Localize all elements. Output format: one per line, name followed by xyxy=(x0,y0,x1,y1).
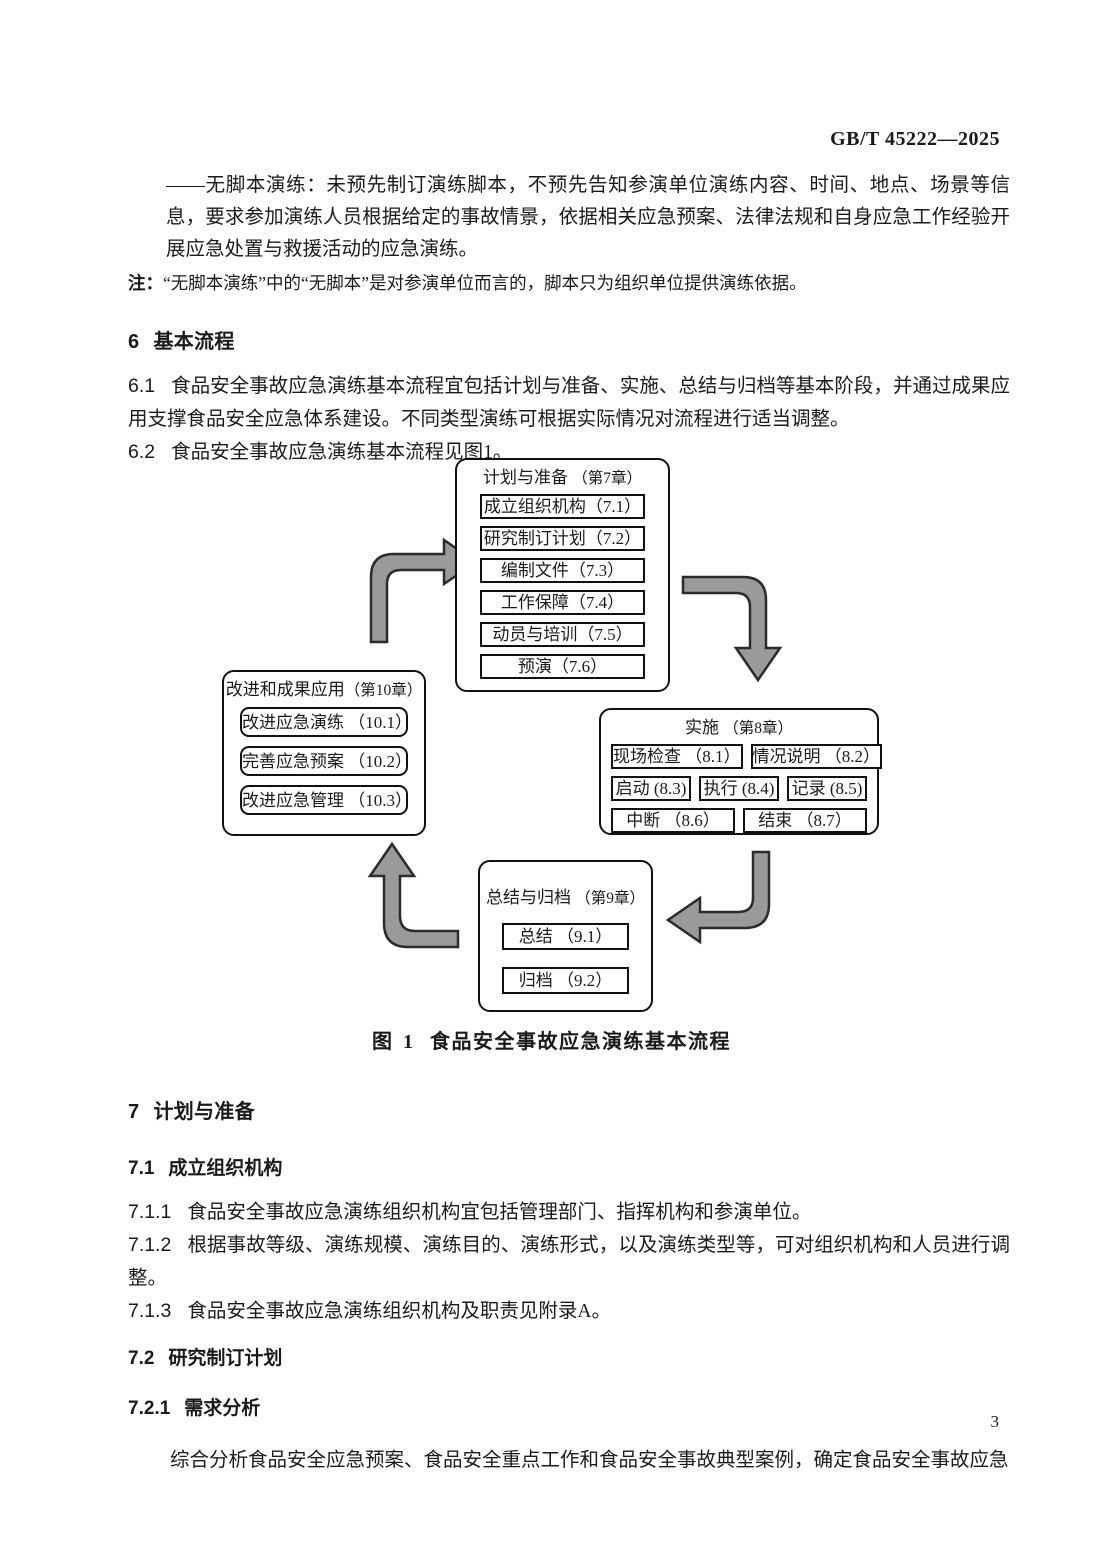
heading-section-7-2-1: 7.2.1 需求分析 xyxy=(128,1396,1010,1422)
flow-item-8-3: 启动 (8.3) xyxy=(611,776,691,801)
running-header-standard-code: GB/T 45222—2025 xyxy=(830,128,1000,150)
flow-item-8-5: 记录 (8.5) xyxy=(787,776,867,801)
paragraph-7-1-1: 7.1.1 食品安全事故应急演练组织机构宜包括管理部门、指挥机构和参演单位。 xyxy=(128,1196,1010,1229)
flow-item-8-2: 情况说明 （8.2） xyxy=(750,744,882,769)
flow-group-improvement-and-application: 改进和成果应用（第10章） 改进应急演练 （10.1） 完善应急预案 （10.2… xyxy=(222,670,426,836)
flow-item-10-2: 完善应急预案 （10.2） xyxy=(240,746,412,776)
heading-section-7-1-number: 7.1 xyxy=(128,1158,155,1179)
heading-section-6-number: 6 xyxy=(128,331,140,353)
figure-1-flowchart: 计划与准备 （第7章） 成立组织机构（7.1） 研究制订计划（7.2） 编制文件… xyxy=(128,452,1010,1072)
figure-1-caption: 图 1 食品安全事故应急演练基本流程 xyxy=(0,1025,1103,1054)
flow-item-8-7: 结束 （8.7） xyxy=(743,808,867,833)
figure-1-caption-label: 图 1 xyxy=(372,1031,416,1053)
flow-group-summary-chapter: （第9章） xyxy=(575,890,645,907)
flow-item-9-1: 总结 （9.1） xyxy=(502,923,629,950)
flow-group-implementation-title-text: 实施 xyxy=(684,718,719,737)
flow-group-summary-title-text: 总结与归档 xyxy=(485,888,571,907)
flow-item-7-6: 预演（7.6） xyxy=(480,654,645,679)
dash-list-item-text: 无脚本演练：未预先制订演练脚本，不预先告知参演单位演练内容、时间、地点、场景等信… xyxy=(166,175,1010,260)
flow-group-plan-title: 计划与准备 （第7章） xyxy=(457,460,668,490)
paragraph-7-2-1-body: 综合分析食品安全应急预案、食品安全重点工作和食品安全事故典型案例，确定食品安全事… xyxy=(170,1450,1009,1471)
flow-item-7-1: 成立组织机构（7.1） xyxy=(480,494,645,519)
heading-section-7-2-1-title: 需求分析 xyxy=(184,1398,261,1419)
heading-section-7-1: 7.1 成立组织机构 xyxy=(128,1156,1010,1182)
flow-group-plan-title-text: 计划与准备 xyxy=(482,468,568,487)
heading-section-7-2: 7.2 研究制订计划 xyxy=(128,1346,1010,1372)
flow-group-implementation-items: 现场检查 （8.1） 情况说明 （8.2） 启动 (8.3) 执行 (8.4) … xyxy=(611,744,882,833)
paragraph-7-1-1-number: 7.1.1 xyxy=(128,1201,172,1223)
paragraph-7-1-3-number: 7.1.3 xyxy=(128,1300,172,1322)
flow-group-summary-items: 总结 （9.1） 归档 （9.2） xyxy=(502,923,629,994)
paragraph-6-1-text: 食品安全事故应急演练基本流程宜包括计划与准备、实施、总结与归档等基本阶段，并通过… xyxy=(128,376,1010,430)
paragraph-6-2-text: 食品安全事故应急演练基本流程见图1。 xyxy=(171,442,513,463)
footer-page-number: 3 xyxy=(990,1412,1000,1431)
flow-row-3: 中断 （8.6） 结束 （8.7） xyxy=(611,808,867,833)
flow-group-improvement-items: 改进应急演练 （10.1） 完善应急预案 （10.2） 改进应急管理 （10.3… xyxy=(240,707,412,815)
flow-item-7-4: 工作保障（7.4） xyxy=(480,590,645,615)
paragraph-6-2: 6.2 食品安全事故应急演练基本流程见图1。 xyxy=(128,436,1010,469)
flow-item-8-1: 现场检查 （8.1） xyxy=(611,744,743,769)
paragraph-7-1-3-text: 食品安全事故应急演练组织机构及职责见附录A。 xyxy=(187,1301,611,1322)
note-text: “无脚本演练”中的“无脚本”是对参演单位而言的，脚本只为组织单位提供演练依据。 xyxy=(163,273,807,293)
heading-section-6-title: 基本流程 xyxy=(153,331,235,353)
heading-section-7-title: 计划与准备 xyxy=(153,1101,255,1123)
flow-item-10-1: 改进应急演练 （10.1） xyxy=(240,707,412,737)
page-content-lower: 7 计划与准备 7.1 成立组织机构 7.1.1 食品安全事故应急演练组织机构宜包括管… xyxy=(128,1098,1010,1477)
page-content: ——无脚本演练：未预先制订演练脚本，不预先告知参演单位演练内容、时间、地点、场景… xyxy=(128,170,1010,469)
flow-item-7-5: 动员与培训（7.5） xyxy=(480,622,645,647)
paragraph-7-1-1-text: 食品安全事故应急演练组织机构宜包括管理部门、指挥机构和参演单位。 xyxy=(187,1202,812,1223)
arrow-implement-to-summary xyxy=(665,850,771,945)
flow-group-summary-and-archiving: 总结与归档 （第9章） 总结 （9.1） 归档 （9.2） xyxy=(478,860,653,1012)
flow-item-8-4: 执行 (8.4) xyxy=(699,776,779,801)
em-dash-lead: —— xyxy=(166,175,205,196)
flow-group-implementation: 实施 （第8章） 现场检查 （8.1） 情况说明 （8.2） 启动 (8.3) … xyxy=(599,708,882,835)
figure-1-canvas: 计划与准备 （第7章） 成立组织机构（7.1） 研究制订计划（7.2） 编制文件… xyxy=(128,452,1010,1022)
flow-group-plan-items: 成立组织机构（7.1） 研究制订计划（7.2） 编制文件（7.3） 工作保障（7… xyxy=(480,494,645,679)
flow-group-improvement-title: 改进和成果应用（第10章） xyxy=(224,672,424,702)
heading-section-7-2-number: 7.2 xyxy=(128,1348,155,1369)
flow-group-plan-and-preparation: 计划与准备 （第7章） 成立组织机构（7.1） 研究制订计划（7.2） 编制文件… xyxy=(455,458,670,692)
flow-row-2: 启动 (8.3) 执行 (8.4) 记录 (8.5) xyxy=(611,776,867,801)
flow-group-summary-title: 总结与归档 （第9章） xyxy=(480,862,651,910)
paragraph-7-1-2-number: 7.1.2 xyxy=(128,1234,172,1256)
paragraph-7-1-3: 7.1.3 食品安全事故应急演练组织机构及职责见附录A。 xyxy=(128,1295,1010,1328)
heading-section-7-1-title: 成立组织机构 xyxy=(168,1158,283,1179)
heading-section-7-2-title: 研究制订计划 xyxy=(168,1348,283,1369)
flow-item-7-2: 研究制订计划（7.2） xyxy=(480,526,645,551)
flow-item-10-3: 改进应急管理 （10.3） xyxy=(240,785,412,815)
flow-group-improvement-chapter: （第10章） xyxy=(344,682,423,699)
arrow-summary-to-improve xyxy=(367,841,460,949)
heading-section-7: 7 计划与准备 xyxy=(128,1098,1010,1126)
flow-item-9-2: 归档 （9.2） xyxy=(502,967,629,994)
flow-item-7-3: 编制文件（7.3） xyxy=(480,558,645,583)
figure-1-caption-text: 食品安全事故应急演练基本流程 xyxy=(430,1031,731,1053)
flow-group-implementation-chapter: （第8章） xyxy=(723,720,793,737)
note-label: 注： xyxy=(128,273,163,293)
flow-group-plan-chapter: （第7章） xyxy=(572,470,642,487)
arrow-plan-to-implement xyxy=(681,575,783,683)
note-paragraph: 注：“无脚本演练”中的“无脚本”是对参演单位而言的，脚本只为组织单位提供演练依据… xyxy=(128,268,1010,298)
paragraph-6-1-number: 6.1 xyxy=(128,375,156,397)
heading-section-7-number: 7 xyxy=(128,1101,140,1123)
heading-section-7-2-1-number: 7.2.1 xyxy=(128,1398,171,1419)
flow-item-8-6: 中断 （8.6） xyxy=(611,808,735,833)
flow-group-improvement-title-text: 改进和成果应用 xyxy=(225,680,345,699)
paragraph-7-1-2-text: 根据事故等级、演练规模、演练目的、演练形式，以及演练类型等，可对组织机构和人员进… xyxy=(128,1235,1010,1289)
heading-section-6: 6 基本流程 xyxy=(128,328,1010,356)
paragraph-6-2-number: 6.2 xyxy=(128,441,156,463)
flow-group-implementation-title: 实施 （第8章） xyxy=(601,710,877,740)
flow-row-1: 现场检查 （8.1） 情况说明 （8.2） xyxy=(611,744,882,769)
dash-list-item: ——无脚本演练：未预先制订演练脚本，不预先告知参演单位演练内容、时间、地点、场景… xyxy=(128,170,1010,266)
